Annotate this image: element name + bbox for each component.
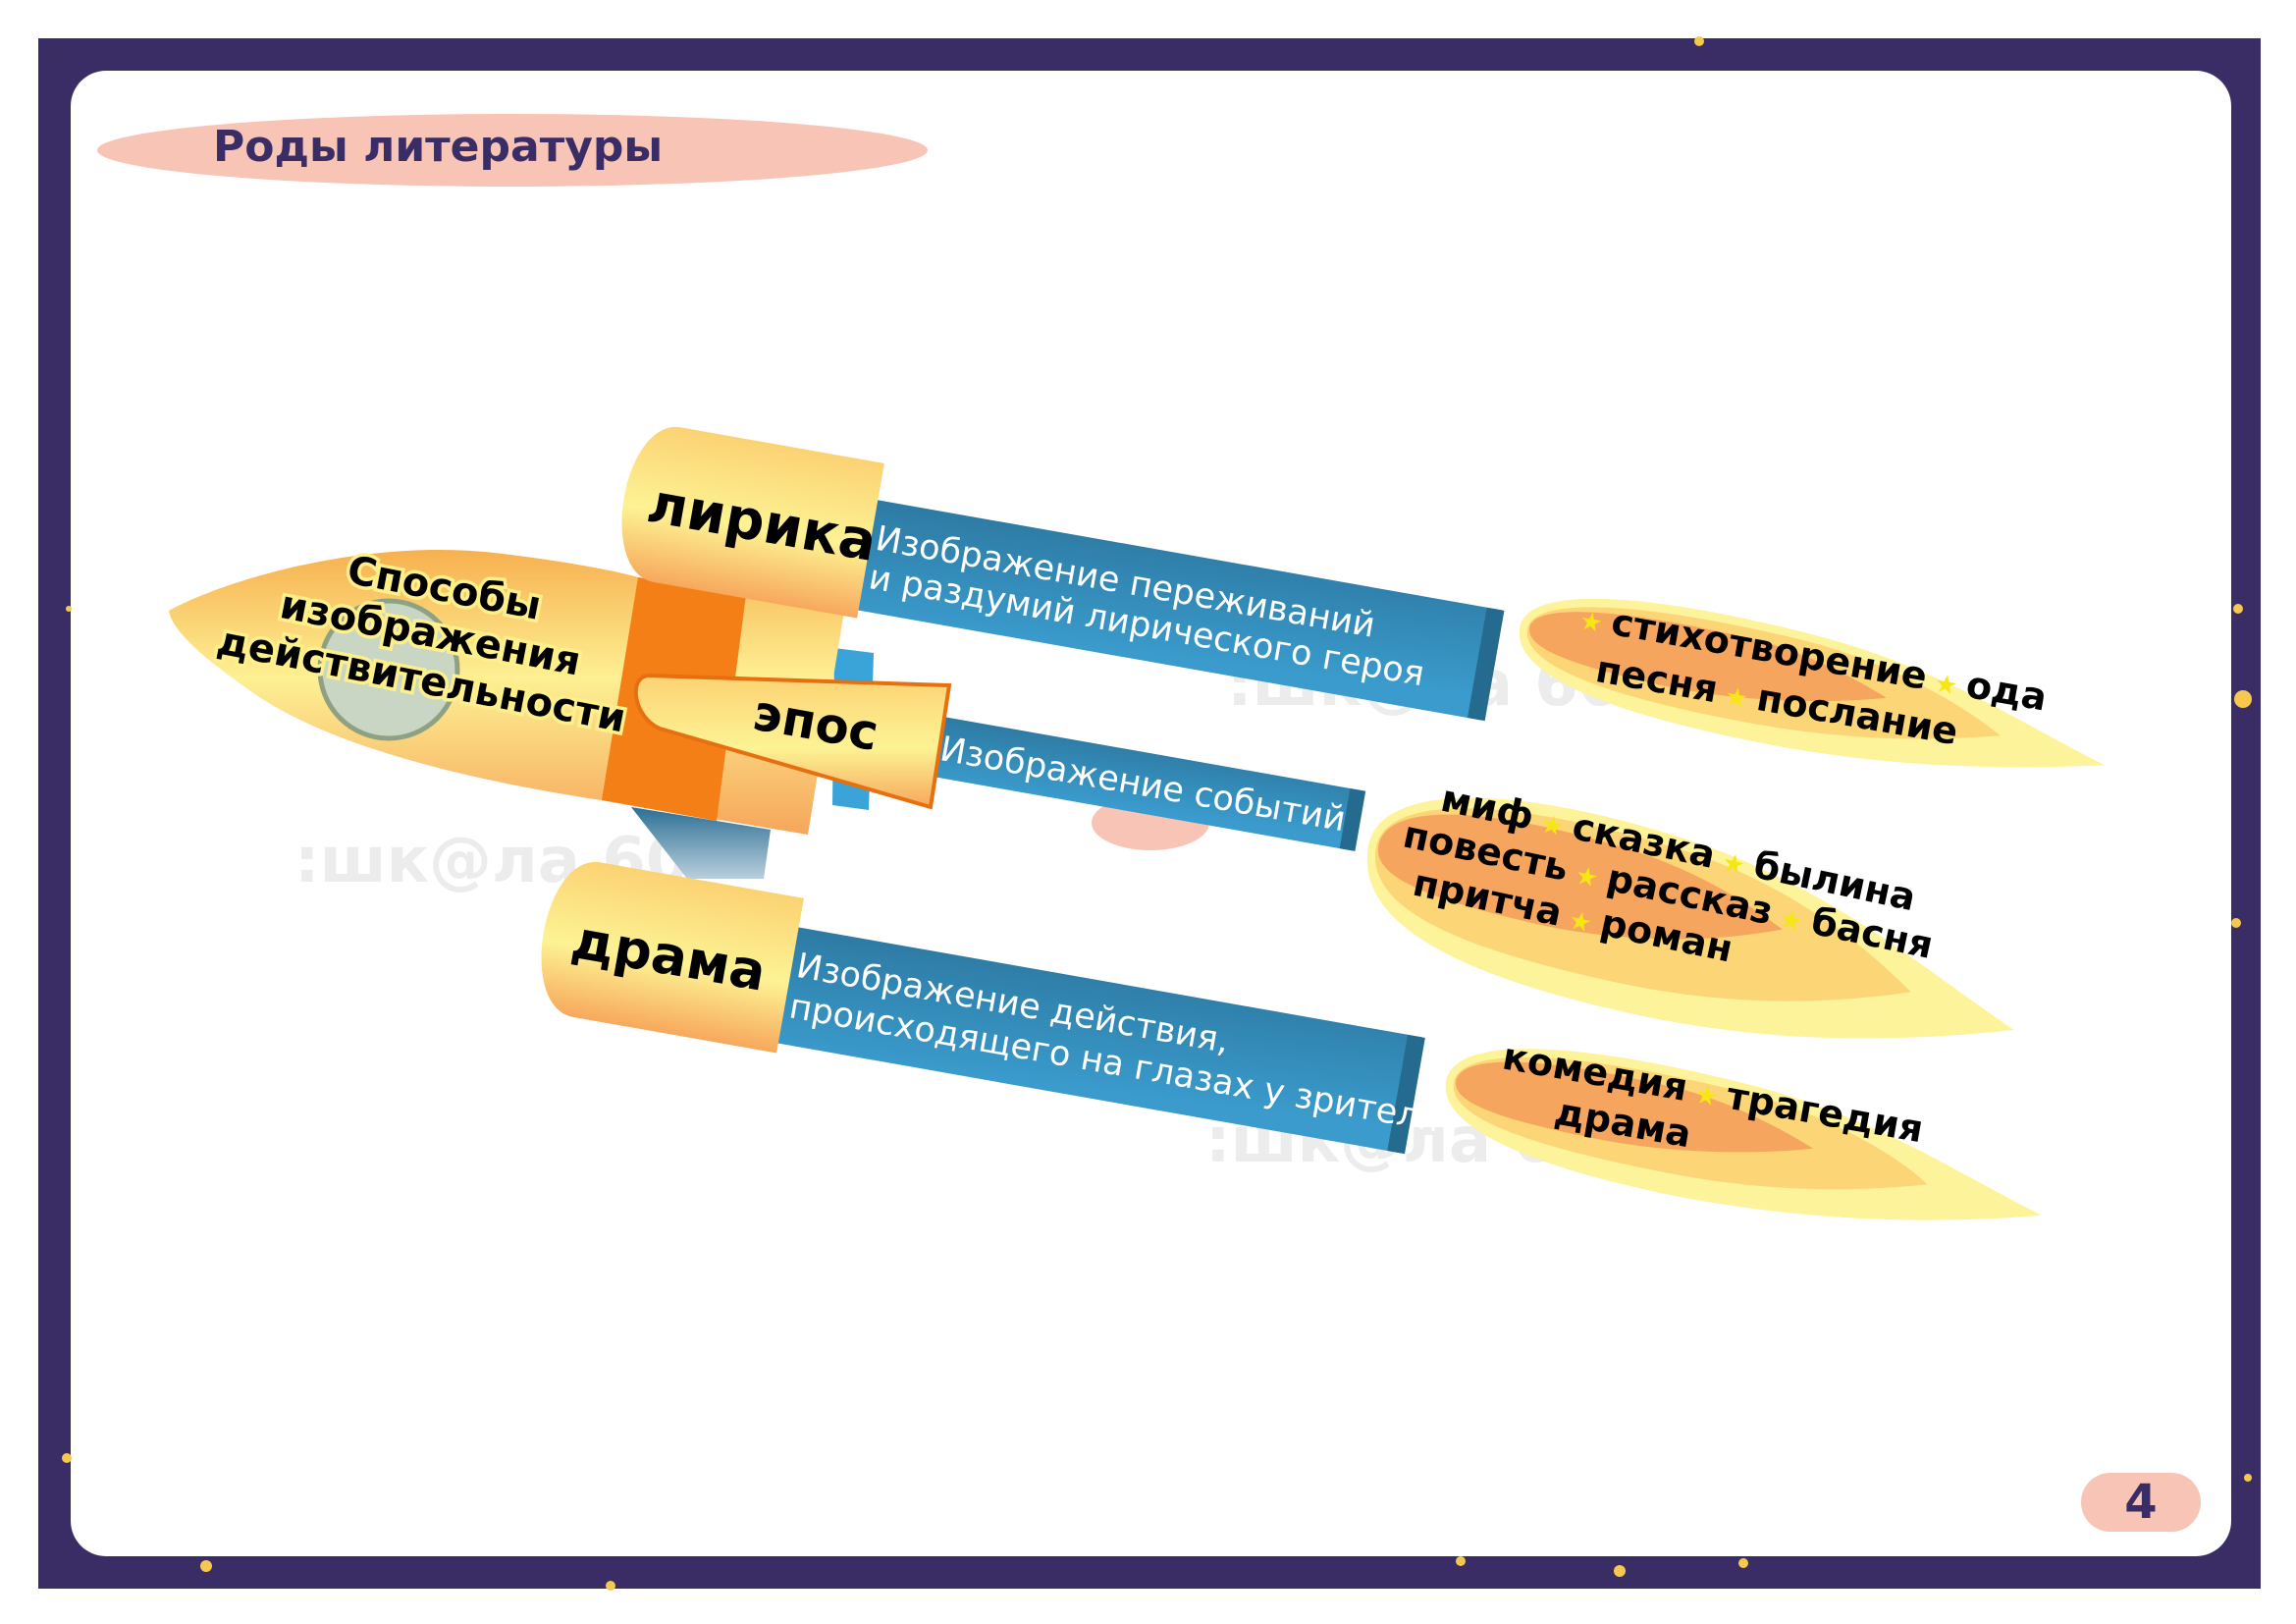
- bar-end: [1387, 1034, 1425, 1155]
- flame-drama: [1445, 1049, 2043, 1220]
- flame-lyrika: [1519, 598, 2106, 768]
- capsule: [541, 862, 804, 1054]
- star-icon: ★: [1923, 668, 1968, 704]
- title-pill: [97, 114, 928, 187]
- description-bar: [843, 497, 1502, 721]
- page-number: 4: [2124, 1475, 2158, 1530]
- bar-end: [1339, 788, 1366, 851]
- star-icon: ★: [1577, 606, 1614, 640]
- star-icon: ★: [1683, 1078, 1729, 1114]
- star-icon: ★: [1714, 680, 1759, 717]
- flame-epos: [1366, 797, 2014, 1039]
- bar-end: [1467, 607, 1505, 722]
- branch-drama: драма Изображение действия, происходящег…: [541, 862, 1442, 1155]
- page-title: Роды литературы: [213, 122, 664, 172]
- porthole: [317, 598, 460, 741]
- description-bar: [764, 924, 1422, 1154]
- description-bar: [922, 715, 1363, 851]
- capsule: [621, 427, 884, 619]
- decor-dots: [62, 36, 2252, 1591]
- page-number-pill: [2081, 1473, 2201, 1532]
- capsule-epos: [633, 673, 952, 810]
- rocket-fin-bottom: [631, 807, 771, 879]
